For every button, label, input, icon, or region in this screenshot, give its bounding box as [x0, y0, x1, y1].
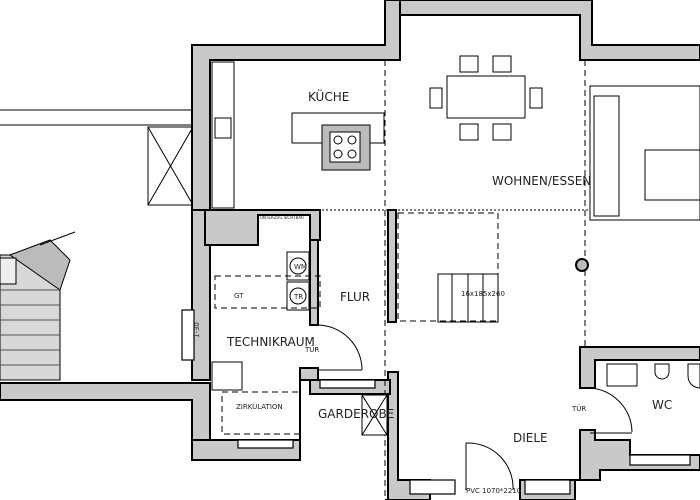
front-door-label: PVC 1070*2210 [466, 487, 521, 495]
room-label-hall: FLUR [340, 290, 370, 304]
room-label-kitchen: KÜCHE [308, 88, 349, 104]
kitchen-furniture [211, 61, 385, 209]
column [575, 258, 589, 272]
dining-table [429, 55, 543, 141]
sofa [589, 85, 700, 221]
doors [317, 324, 633, 491]
windows [181, 309, 691, 495]
terrace [0, 109, 194, 384]
technical-equipment [211, 251, 321, 435]
room-label-entrance: DIELE [513, 431, 548, 445]
room-label-living: WOHNEN/ESSEN [492, 174, 591, 188]
dryer-label: GT [234, 292, 244, 300]
room-label-technical: TECHNIKRAUM [226, 335, 315, 349]
wc-fixtures [606, 363, 700, 389]
beam-label: UNTERZUG SICHTBAR [260, 215, 304, 220]
door-label-tech: TÜR [304, 345, 319, 354]
staircase [397, 212, 499, 323]
room-label-wc: WC [652, 398, 672, 412]
circulation-label: ZIRKULATION [236, 403, 283, 411]
sauna-bench [0, 231, 76, 381]
stairs-label: 16x185x260 [461, 290, 505, 298]
door-label-wc: TÜR [571, 404, 586, 413]
tumble-dryer-label: TR [293, 293, 303, 301]
window-label-tech: 1-30 [193, 322, 201, 338]
washer-label: WM [294, 263, 307, 271]
room-label-wardrobe: GARDEROBE [318, 407, 394, 421]
